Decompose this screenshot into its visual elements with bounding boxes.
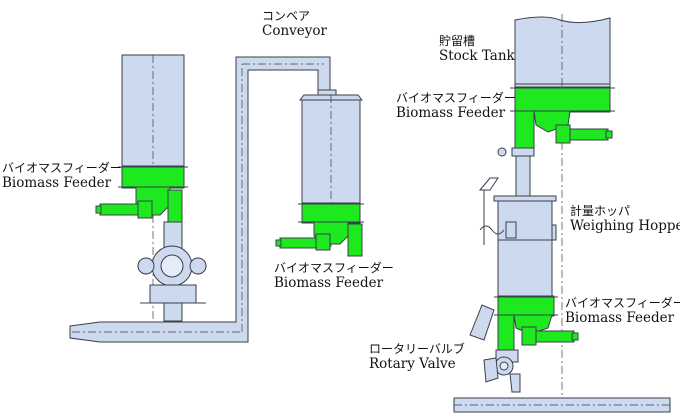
label-rotary-valve-jp: ロータリーバルブ <box>369 342 465 356</box>
hopper-feeder-green-section <box>497 295 555 317</box>
label-feeder-right-bottom-jp: バイオマスフィーダー <box>565 296 680 310</box>
label-feeder-middle-en: Biomass Feeder <box>274 274 384 291</box>
right-feeder-system <box>453 14 671 413</box>
label-stock-tank: 貯留槽 Stock Tank <box>439 34 515 64</box>
middle-feeder-green-section <box>301 202 361 224</box>
label-feeder-left-jp: バイオマスフィーダー <box>2 161 122 175</box>
label-feeder-right-bottom-en: Biomass Feeder <box>565 309 675 326</box>
middle-feeder-motor <box>279 237 319 249</box>
label-rotary-valve: ロータリーバルブ Rotary Valve <box>369 342 465 372</box>
stock-tank-feeder-motor <box>567 128 609 141</box>
label-conveyor: コンベア Conveyor <box>262 9 327 39</box>
label-feeder-right-bottom: バイオマスフィーダー Biomass Feeder <box>565 296 680 326</box>
label-feeder-right-top-en: Biomass Feeder <box>396 104 506 121</box>
left-feeder-green-section <box>121 165 185 189</box>
hopper-feeder-motor <box>533 330 575 343</box>
label-feeder-middle-jp: バイオマスフィーダー <box>274 261 394 275</box>
label-rotary-valve-en: Rotary Valve <box>369 355 456 372</box>
left-pneumatic-duct <box>69 56 331 343</box>
stock-tank <box>514 16 611 86</box>
label-feeder-left: バイオマスフィーダー Biomass Feeder <box>2 161 122 191</box>
label-stock-tank-jp: 貯留槽 <box>439 34 476 48</box>
left-feeder-motor <box>99 203 141 216</box>
label-feeder-middle: バイオマスフィーダー Biomass Feeder <box>274 261 394 291</box>
label-conveyor-jp: コンベア <box>262 9 311 23</box>
label-feeder-left-en: Biomass Feeder <box>2 174 112 191</box>
label-feeder-right-top: バイオマスフィーダー Biomass Feeder <box>396 91 516 121</box>
middle-feeder-system <box>275 89 364 257</box>
left-feeder-system <box>69 54 331 343</box>
label-weighing-hopper: 計量ホッパ Weighing Hopper <box>570 204 680 234</box>
label-conveyor-en: Conveyor <box>262 22 327 39</box>
label-stock-tank-en: Stock Tank <box>439 47 515 64</box>
label-feeder-right-top-jp: バイオマスフィーダー <box>396 91 516 105</box>
weighing-hopper <box>497 195 553 299</box>
label-weighing-hopper-jp: 計量ホッパ <box>570 204 631 218</box>
stock-tank-feeder-green-section <box>514 86 611 113</box>
label-weighing-hopper-en: Weighing Hopper <box>570 217 680 234</box>
